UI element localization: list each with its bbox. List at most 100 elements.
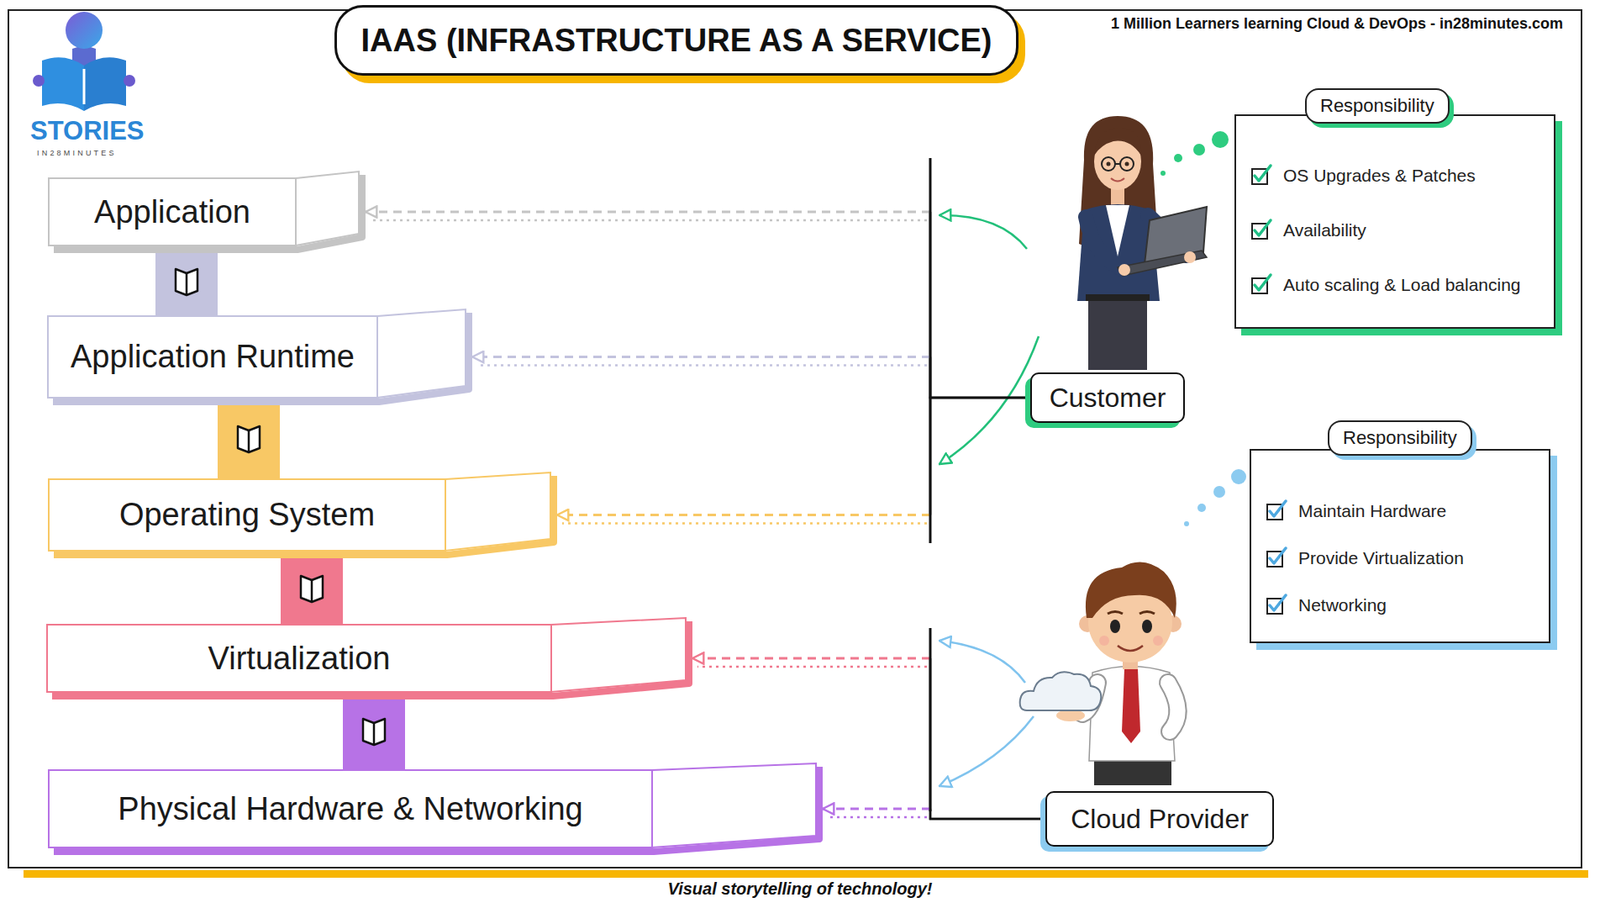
checklist-row: Maintain Hardware [1264,497,1447,525]
customer-figure [1085,294,1150,301]
thought-dots [1173,153,1183,163]
customer-figure [1101,157,1116,171]
provider-pointer [939,640,1034,786]
checklist-row: Auto scaling & Load balancing [1249,271,1522,299]
caption-text: Visual storytelling of technology! [668,878,933,898]
connector [930,357,1031,399]
layer-face: Virtualization [47,624,552,692]
node-text: Application Runtime [70,338,355,375]
node-text: Customer [1049,382,1167,414]
book-icon [373,722,376,745]
connector [477,363,927,367]
node-text: Application [94,194,251,231]
connector [248,397,250,479]
node-text: Virtualization [208,640,391,677]
connector [373,691,375,770]
connector [280,550,343,625]
node-text: Responsibility [1320,94,1435,116]
thought-dots [1184,521,1190,527]
connector [557,513,931,516]
checklist-row: Provide Virtualization [1264,544,1464,572]
logo-icon [32,74,45,87]
provider-figure [1152,635,1164,646]
node-text: Provide Virtualization [1298,547,1464,569]
book-icon [300,575,323,602]
customer-figure [1106,162,1111,167]
logo-icon [123,74,136,87]
logo-icon [84,57,127,111]
book-icon [310,579,314,602]
responsibility-card: ResponsibilityOS Upgrades & PatchesAvail… [1234,114,1556,329]
tagline: 1 Million Learners learning Cloud & DevO… [1110,15,1564,33]
connector [217,397,280,479]
connector [342,691,406,770]
thought-dots [1184,468,1247,527]
provider-pointer [939,715,1034,786]
customer-figure [1094,127,1142,156]
node-text: Cloud Provider [1070,803,1249,835]
book-icon [237,426,260,453]
provider-figure [1142,619,1153,633]
checkbox-icon [1249,163,1274,188]
checkbox-icon [1264,499,1289,523]
stack-layer: Application [48,178,359,246]
logo-subtitle: IN28MINUTES [36,148,117,158]
customer-figure [1077,115,1207,370]
provider-pointer [939,640,1026,683]
role-box: Customer [1030,372,1185,423]
node-text: OS Upgrades & Patches [1283,165,1476,186]
connector [186,245,188,316]
connector [827,815,927,819]
stack-layer: Application Runtime [47,315,466,398]
customer-figure [1118,263,1131,276]
customer-pointer [939,336,1039,464]
connector [472,355,931,358]
customer-figure [1105,205,1130,257]
customer-figure [1125,162,1130,167]
checkbox-icon [1264,546,1289,570]
book-icon [363,718,385,745]
connector [557,397,1031,524]
book-icon [175,268,198,295]
customer-figure [1120,157,1134,171]
responsibility-card: ResponsibilityMaintain HardwareProvide V… [1249,448,1551,643]
connector [155,245,218,316]
logo-icon [32,11,136,111]
customer-pointer [939,215,1027,249]
node-text: Responsibility [1342,426,1458,448]
heading-tag: Responsibility [1305,88,1450,124]
provider-figure [1085,562,1177,618]
book-icon [247,430,251,453]
provider-figure [1110,619,1121,633]
provider-figure [1168,682,1179,732]
customer-bracket [929,157,932,543]
connector [697,665,927,669]
node-text: Maintain Hardware [1298,500,1447,522]
title-banner: IAAS (INFRASTRUCTURE AS A SERVICE) [334,5,1020,76]
checkbox-icon [1264,593,1289,617]
book-icon [237,426,260,453]
thought-dots [1231,468,1247,485]
connector [311,550,313,625]
connector [365,210,931,214]
node-text: Physical Hardware & Networking [117,790,583,827]
book-icon [363,718,385,745]
connector [822,808,1046,819]
provider-bracket [929,627,932,811]
checkbox-icon [1249,218,1274,243]
stack-layer: Virtualization [47,624,686,692]
connector [562,521,927,525]
logo-icon [65,11,103,49]
provider-figure [1117,645,1143,651]
connector [692,657,931,660]
heading-tag: Responsibility [1327,420,1473,456]
connector [930,657,1046,819]
book-icon [185,273,189,295]
customer-pointer [939,215,1039,464]
thought-dots [1211,131,1229,148]
node-text: Availability [1283,220,1367,241]
title-text: IAAS (INFRASTRUCTURE AS A SERVICE) [361,22,993,59]
checklist-row: Availability [1249,216,1367,244]
